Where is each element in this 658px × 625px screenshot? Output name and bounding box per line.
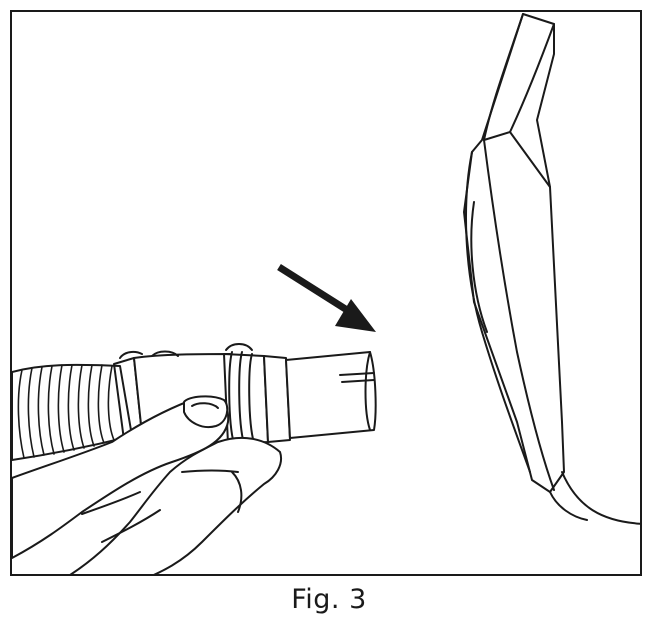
illustration (12, 13, 640, 574)
arrow-icon (277, 264, 376, 332)
figure-frame (10, 10, 642, 576)
hand-icon (12, 395, 282, 574)
device-icon (463, 13, 640, 525)
hose-icon (12, 357, 143, 461)
figure-caption: Fig. 3 (291, 584, 367, 615)
